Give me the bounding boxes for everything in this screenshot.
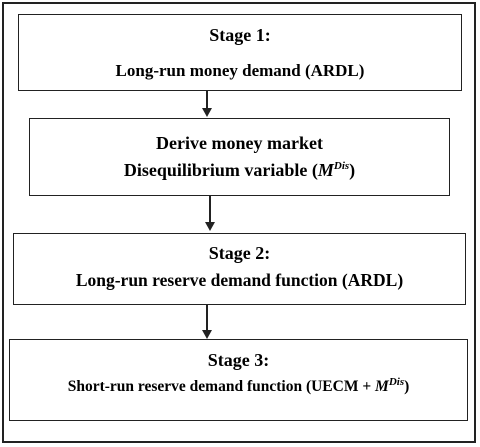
- arrow-3: [202, 305, 212, 339]
- stage2-box: Stage 2: Long-run reserve demand functio…: [13, 233, 466, 305]
- stage3-text: Short-run reserve demand function (UECM …: [10, 375, 467, 396]
- stage3-superscript: Dis: [388, 375, 405, 388]
- stage1-box: Stage 1: Long-run money demand (ARDL): [18, 14, 462, 91]
- stage2-text: Long-run reserve demand function (ARDL): [75, 270, 404, 290]
- stage3-title: Stage 3:: [207, 350, 270, 370]
- diagram-frame: [2, 2, 476, 443]
- derive-superscript: Dis: [333, 160, 350, 172]
- stage2-title: Stage 2:: [208, 243, 271, 263]
- derive-line2-suffix: ): [349, 160, 356, 180]
- stage3-text-suffix: ): [404, 378, 410, 395]
- derive-box: Derive money market Disequilibrium varia…: [29, 118, 450, 196]
- derive-line1: Derive money market: [156, 133, 323, 153]
- stage3-text-prefix: Short-run reserve demand function (UECM …: [67, 378, 376, 395]
- stage1-title: Stage 1:: [209, 25, 271, 45]
- stage3-box: Stage 3: Short-run reserve demand functi…: [9, 339, 468, 421]
- stage1-text: Long-run money demand (ARDL): [115, 61, 365, 80]
- stage3-symbol: M: [375, 378, 389, 395]
- derive-line2-prefix: Disequilibrium variable (: [123, 160, 318, 180]
- arrow-1: [202, 91, 212, 117]
- arrow-2: [205, 196, 215, 232]
- derive-line2: Disequilibrium variable (MDis): [30, 160, 449, 181]
- derive-symbol: M: [317, 160, 334, 180]
